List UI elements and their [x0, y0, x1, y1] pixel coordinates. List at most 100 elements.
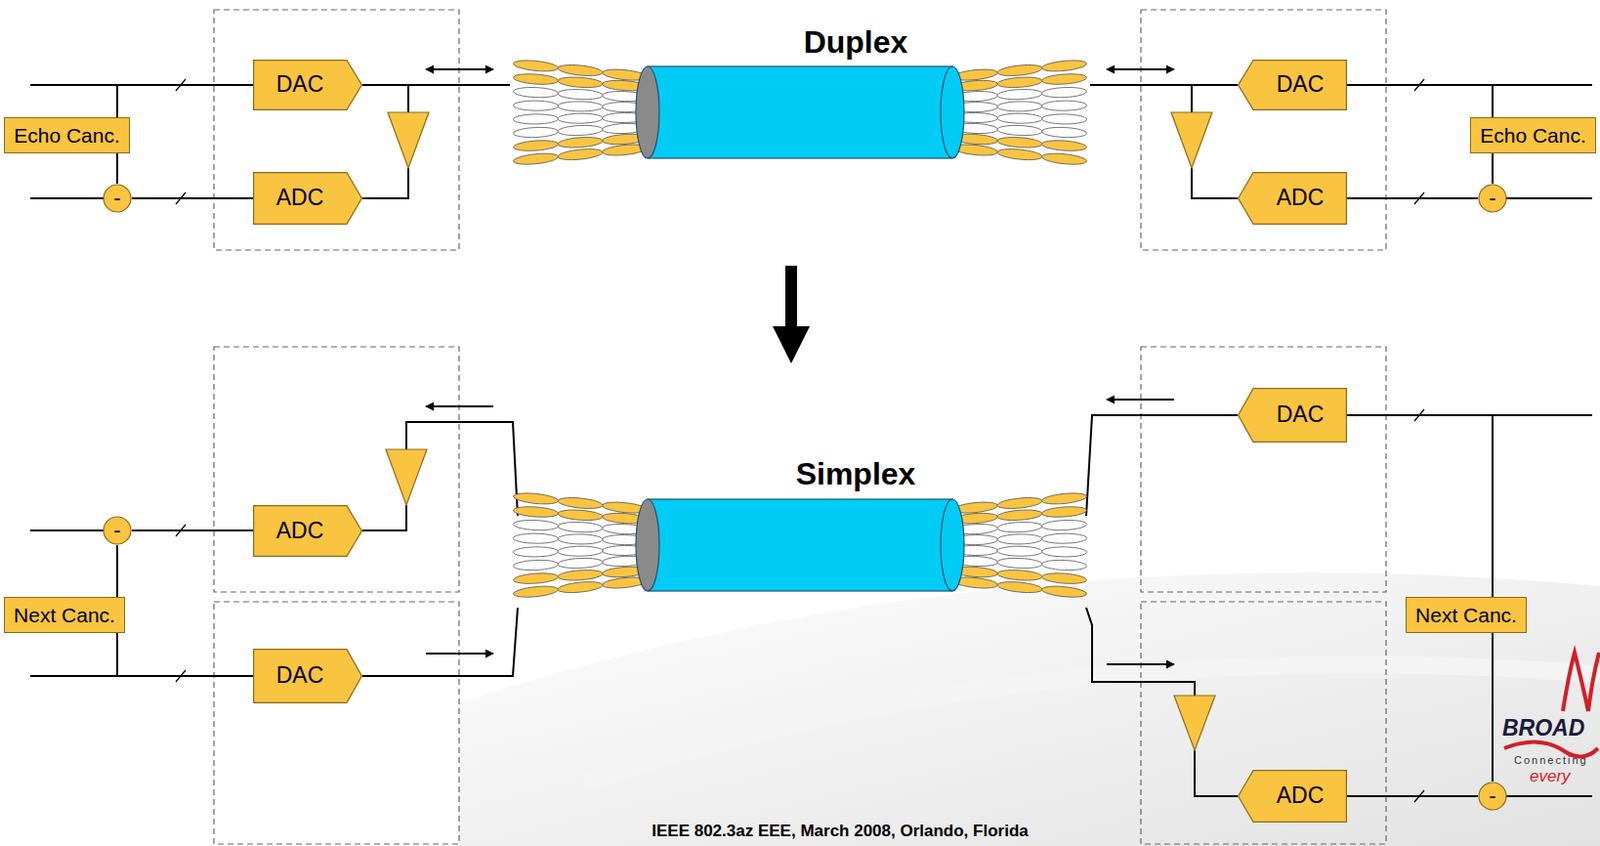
- wire-pair: [997, 580, 1044, 595]
- cable: [635, 66, 965, 159]
- wire-pair: [997, 135, 1044, 149]
- subtractor-node: -: [1477, 183, 1508, 213]
- connector-line: [1347, 795, 1478, 798]
- wire-pair: [557, 580, 604, 595]
- wire-pair: [1041, 86, 1087, 99]
- canceller-box: Next Canc.: [3, 596, 126, 633]
- wire-pair: [512, 138, 559, 152]
- connector-line: [1347, 415, 1493, 597]
- wire-pair: [1041, 519, 1087, 532]
- wire-pair: [557, 147, 604, 163]
- wire-pair: [557, 63, 604, 79]
- connector-line: [1491, 153, 1494, 184]
- logo-text: BROAD: [1502, 715, 1585, 741]
- wire-pair: [1041, 559, 1087, 572]
- block-label: DAC: [276, 72, 325, 97]
- adc-block: ADC: [252, 505, 363, 557]
- wire-pair: [1041, 533, 1087, 545]
- logo-tagline: Connecting: [1514, 754, 1589, 766]
- wire-pair: [512, 505, 559, 518]
- wire-pair: [557, 76, 604, 89]
- wire-pair: [512, 559, 558, 572]
- block-label: Echo Canc.: [1479, 124, 1587, 147]
- wire-pair: [997, 521, 1043, 534]
- wire-pair: [1041, 151, 1088, 167]
- block-label: ADC: [276, 185, 325, 211]
- dac-block: DAC: [252, 59, 363, 111]
- operator-sign: -: [113, 186, 121, 211]
- signal-wire: [30, 84, 1593, 797]
- dashed-boundary: [213, 9, 1387, 844]
- wire-pair: [557, 88, 603, 101]
- wire-pair: [512, 571, 559, 585]
- wire-pair: [1041, 114, 1087, 126]
- wire-pair: [557, 521, 603, 534]
- block-label: DAC: [1276, 72, 1325, 97]
- dac-block: DAC: [252, 648, 363, 704]
- wire-pair: [997, 496, 1044, 511]
- wire-pair: [997, 546, 1043, 557]
- wire-pair: [997, 76, 1044, 89]
- wire-pair: [557, 135, 604, 149]
- canceller-box: Echo Canc.: [1470, 117, 1597, 154]
- cable-pairs: [512, 58, 1088, 599]
- wire-pair: [1041, 505, 1088, 518]
- transition-arrow: [772, 265, 810, 364]
- adc-block: ADC: [252, 171, 363, 225]
- connector-line: [117, 84, 253, 118]
- wire-pair: [512, 58, 559, 74]
- connector-line: [131, 197, 253, 200]
- wire-pair: [997, 88, 1043, 101]
- wire-pair: [997, 63, 1044, 79]
- wire-pair: [997, 568, 1044, 582]
- wire-pair: [557, 557, 603, 570]
- wire-pair: [557, 508, 604, 522]
- section-title: Simplex: [796, 457, 917, 492]
- wire-pair: [512, 519, 558, 532]
- block-label: Echo Canc.: [13, 124, 121, 147]
- wire-pair: [1041, 547, 1087, 558]
- wire-pair: [1041, 126, 1087, 139]
- subtractor-node: -: [1477, 781, 1508, 811]
- connector-line: [1347, 197, 1478, 200]
- background-swoosh: [459, 572, 1600, 846]
- wire-pair: [557, 125, 603, 137]
- connector-line: [116, 545, 119, 597]
- block-label: ADC: [276, 518, 325, 544]
- adc-block: ADC: [1237, 769, 1348, 823]
- logo-tagline: every: [1529, 767, 1571, 787]
- operator-sign: -: [113, 518, 121, 543]
- wire-pair: [997, 557, 1043, 570]
- wire-pair: [1041, 138, 1088, 152]
- operator-sign: -: [1488, 186, 1496, 211]
- wire-pair: [557, 546, 603, 557]
- footer-note: IEEE 802.3az EEE, March 2008, Orlando, F…: [651, 822, 1029, 842]
- wire-pair: [997, 125, 1043, 137]
- cable: [635, 499, 965, 591]
- wire-pair: [512, 100, 558, 112]
- wire-pair: [512, 126, 558, 139]
- amplifier-symbol: [385, 112, 1216, 751]
- wire-pair: [512, 533, 558, 545]
- wire-pair: [1041, 72, 1088, 85]
- connector-line: [131, 529, 253, 532]
- section-title: Duplex: [803, 25, 909, 60]
- wire-pair: [512, 584, 559, 599]
- block-label: ADC: [1276, 783, 1325, 808]
- wire-pair: [512, 86, 558, 99]
- wire-pair: [1041, 584, 1088, 599]
- wire-pair: [997, 508, 1044, 522]
- wire-pair: [1041, 571, 1088, 585]
- wire-pair: [997, 101, 1043, 113]
- wire-pair: [512, 547, 558, 558]
- bus-slash: [175, 79, 1425, 802]
- canceller-box: Echo Canc.: [3, 117, 130, 154]
- wire-pair: [512, 151, 559, 167]
- block-label: DAC: [276, 663, 325, 688]
- wire-pair: [997, 147, 1044, 163]
- connector-line: [1491, 632, 1494, 782]
- wire-pair: [512, 491, 559, 506]
- wire-pair: [1041, 100, 1087, 112]
